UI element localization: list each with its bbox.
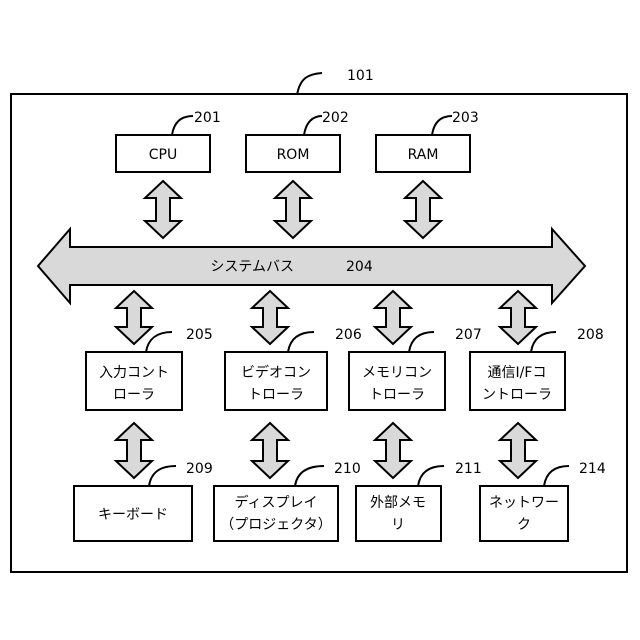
video-controller-line2: トローラ	[248, 387, 304, 403]
external-memory-line1: 外部メモ	[370, 495, 426, 511]
video-controller-ref: 206	[335, 327, 362, 343]
video-controller-line1: ビデオコン	[241, 364, 311, 381]
system-ref-leader	[297, 73, 322, 95]
input-controller-line1: 入力コント	[99, 365, 169, 381]
network-line1: ネットワー	[489, 495, 559, 511]
input-controller-ref: 205	[186, 327, 213, 343]
memory-controller-line1: メモリコン	[362, 365, 432, 381]
network-line2: ク	[517, 517, 531, 533]
network-ref: 214	[579, 461, 606, 477]
input-controller-line2: ローラ	[113, 387, 155, 403]
system-ref: 101	[347, 68, 374, 84]
keyboard-ref: 209	[186, 461, 213, 477]
ram-ref: 203	[452, 110, 479, 126]
bus-label: システムバス	[210, 259, 294, 275]
external-memory-ref: 211	[455, 461, 482, 477]
display-line2: （プロジェクタ）	[220, 517, 331, 533]
keyboard-label: キーボード	[98, 507, 168, 523]
ram-label: RAM	[408, 147, 439, 163]
cpu-ref: 201	[194, 110, 221, 126]
external-memory-line2: リ	[391, 517, 405, 533]
display-line1: ディスプレイ	[234, 494, 317, 511]
memory-controller-ref: 207	[455, 327, 482, 343]
rom-ref: 202	[322, 110, 349, 126]
rom-label: ROM	[277, 147, 310, 163]
comm-if-controller-line2: ントローラ	[482, 387, 552, 403]
cpu-label: CPU	[149, 147, 177, 163]
bus-ref: 204	[346, 259, 373, 275]
comm-if-controller-line1: 通信I/Fコ	[488, 365, 547, 381]
display-ref: 210	[334, 461, 361, 477]
memory-controller-line2: トローラ	[369, 387, 425, 403]
comm-if-controller-ref: 208	[577, 327, 604, 343]
